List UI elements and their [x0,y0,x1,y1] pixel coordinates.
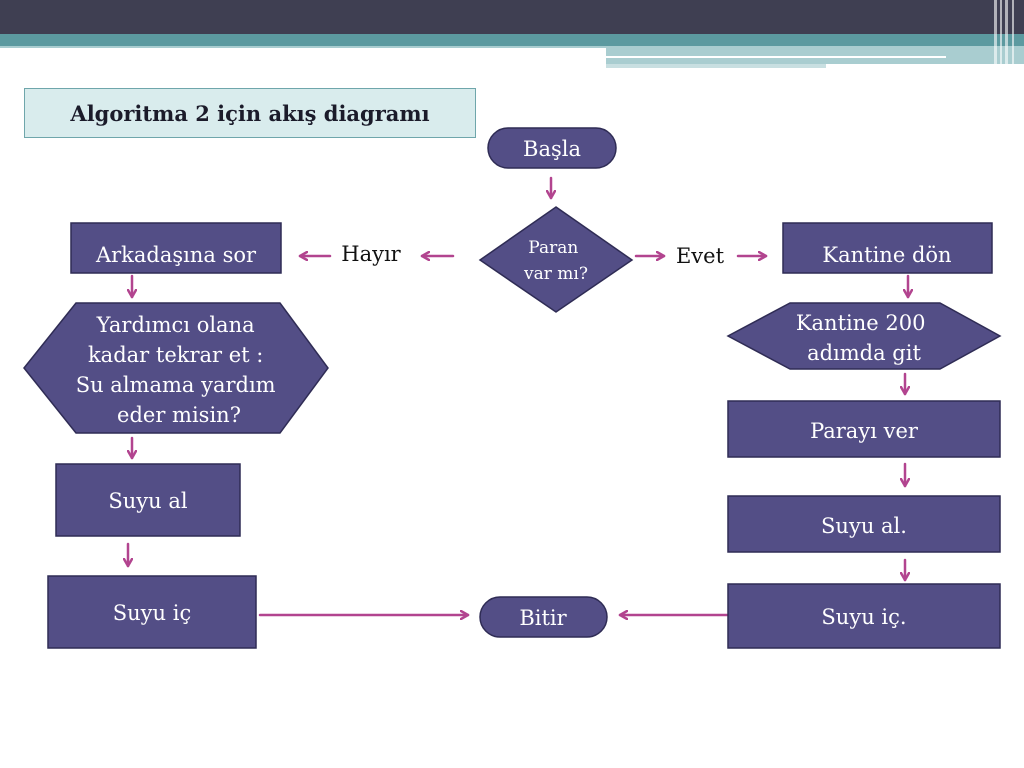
slide-header-decoration [0,0,1024,70]
edge-label-no: Hayır [341,242,401,266]
repeat-node: Yardımcı olana kadar tekrar et : Su alma… [23,302,329,434]
repeat-line-1: Yardımcı olana [96,313,255,337]
repeat-line-4: eder misin? [117,403,241,427]
decision-node-label: Paran var mı? [523,238,588,284]
start-node-label: Başla [523,137,581,161]
left-drink-node: Suyu iç [47,575,257,649]
left-drink-label: Suyu iç [113,601,191,625]
flow-arrows [128,176,908,615]
repeat-node-label: Yardımcı olana kadar tekrar et : Su alma… [76,313,283,427]
decision-line-1: Paran [528,238,578,258]
start-node: Başla [487,127,617,169]
repeat-line-3: Su almama yardım [76,373,276,397]
go-canteen-label: Kantine dön [822,243,951,267]
pay-label: Parayı ver [810,419,919,443]
right-drink-node: Suyu iç. [727,583,1001,649]
end-node: Bitir [479,596,608,638]
right-take-node: Suyu al. [727,495,1001,553]
walk-line-1: Kantine 200 [796,311,926,335]
go-canteen-node: Kantine dön [782,222,993,274]
edge-label-yes: Evet [676,244,725,268]
right-drink-label: Suyu iç. [821,605,906,629]
ask-friend-node: Arkadaşına sor [70,222,282,274]
walk-node: Kantine 200 adımda git [726,302,1002,370]
slide-title-text: Algoritma 2 için akış diagramı [70,100,430,126]
decision-node: Paran var mı? [478,206,634,313]
walk-line-2: adımda git [807,341,921,365]
repeat-line-2: kadar tekrar et : [88,343,263,367]
right-take-label: Suyu al. [821,514,907,538]
walk-node-label: Kantine 200 adımda git [796,311,932,365]
slide-title: Algoritma 2 için akış diagramı [24,88,476,138]
end-node-label: Bitir [519,606,567,630]
left-take-label: Suyu al [108,489,187,513]
ask-friend-label: Arkadaşına sor [95,243,257,267]
pay-node: Parayı ver [727,400,1001,458]
decision-line-2: var mı? [523,264,588,284]
left-take-node: Suyu al [55,463,241,537]
